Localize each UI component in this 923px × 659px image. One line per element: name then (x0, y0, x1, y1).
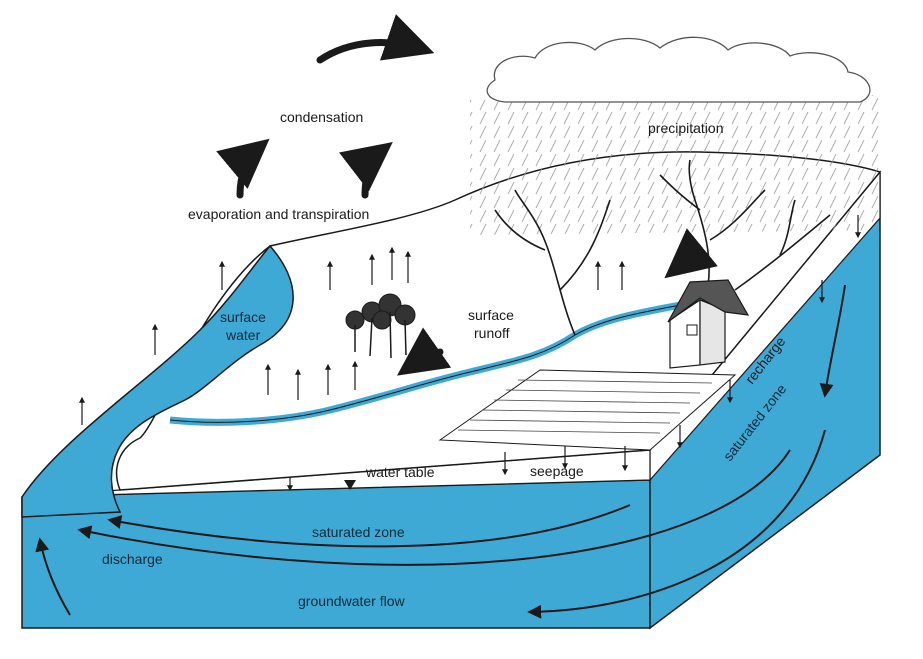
label-groundwater-flow: groundwater flow (298, 593, 406, 609)
precipitation-rain (470, 95, 885, 235)
label-condensation: condensation (280, 109, 363, 125)
trees (345, 293, 416, 359)
field-furrows (457, 379, 713, 434)
label-seepage: seepage (530, 463, 584, 479)
label-surface-runoff-1: surface (468, 307, 514, 323)
farm-house (667, 279, 750, 369)
condensation-arrows (216, 14, 718, 376)
label-surface-water-1: surface (220, 309, 266, 325)
label-precipitation: precipitation (648, 120, 724, 136)
label-water-table: water table (365, 464, 435, 480)
label-evaporation: evaporation and transpiration (188, 206, 369, 222)
water-table-symbol (344, 480, 356, 490)
label-saturated-zone-front: saturated zone (312, 524, 405, 540)
evaporation-arrows (79, 246, 625, 425)
surface-water-lake (21, 244, 294, 518)
groundwater-flow-arrows (35, 284, 846, 619)
label-surface-runoff-2: runoff (474, 325, 510, 341)
label-surface-water-2: water (225, 327, 261, 343)
seepage-arrows (502, 215, 861, 476)
label-discharge: discharge (102, 551, 163, 567)
cloud (486, 36, 871, 103)
